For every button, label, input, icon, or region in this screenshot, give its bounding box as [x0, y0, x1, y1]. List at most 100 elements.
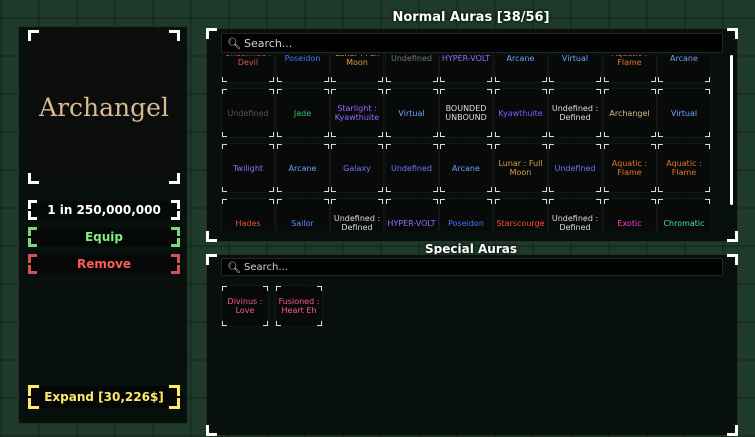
search-icon: 🔍︎ — [227, 36, 241, 50]
aura-tile[interactable]: Poseidon — [275, 55, 330, 83]
aura-tile-label: Hades — [235, 218, 261, 228]
aura-tile-label: Poseidon — [284, 55, 321, 63]
aura-tile-label: BOUNDED UNBOUND — [445, 104, 487, 122]
aura-tile-label: Undefined : Defined — [333, 214, 381, 231]
aura-tile-label: Undefined — [554, 163, 596, 173]
aura-tile[interactable]: Virtual — [657, 88, 711, 138]
aura-tile-label: Arcane — [288, 163, 317, 173]
aura-tile-label: Arcane — [670, 55, 698, 63]
aura-preview-name: Archangel — [39, 92, 169, 122]
normal-search-input[interactable] — [242, 35, 696, 51]
equip-button-label: Equip — [84, 230, 124, 244]
aura-tile[interactable]: Aquatic : Flame — [657, 143, 711, 193]
aura-tile-label: Undefined : Defined — [551, 214, 599, 231]
special-search-bar: 🔍︎ — [221, 258, 723, 276]
expand-button[interactable]: Expand [30,226$] — [28, 385, 180, 409]
aura-tile[interactable]: Jade — [275, 88, 330, 138]
expand-button-label: Expand [30,226$] — [44, 390, 164, 404]
aura-tile[interactable]: Sailor — [275, 198, 330, 231]
remove-button-label: Remove — [76, 257, 132, 271]
aura-tile[interactable]: Undefined : Defined — [548, 88, 602, 138]
special-auras-title: Special Auras — [425, 242, 517, 256]
special-auras-panel: 🔍︎ Divinus : Love Fusioned : Heart Eh — [206, 254, 738, 436]
special-aura-tile[interactable]: Fusioned : Heart Eh — [275, 285, 323, 327]
aura-tile[interactable]: Poseidon — [439, 198, 493, 231]
aura-tile-label: Virtual — [670, 108, 698, 118]
aura-tile[interactable]: Arcane — [439, 143, 493, 193]
aura-tile-label: Lunar : Full Moon — [335, 55, 379, 67]
aura-tile-label: Galaxy — [343, 163, 371, 173]
aura-tile-label: Virtual — [398, 108, 425, 118]
aura-tile-label: Aquatic : Flame — [612, 55, 647, 67]
aura-tile-label: HYPER-VOLT — [387, 218, 436, 228]
aura-tile[interactable]: Arcane — [493, 55, 548, 83]
aura-tile-label: Exotic — [617, 218, 642, 228]
aura-tile[interactable]: Exotic — [602, 198, 657, 231]
aura-tile[interactable]: Twilight — [221, 143, 275, 193]
aura-detail-panel: Archangel 1 in 250,000,000 Equip Remove … — [18, 26, 188, 424]
aura-tile[interactable]: Lunar : Full Moon — [330, 55, 384, 83]
special-aura-tile[interactable]: Divinus : Love — [221, 285, 269, 327]
aura-tile[interactable]: Undefined — [384, 55, 439, 83]
aura-tile-label: Undefined — [390, 163, 433, 173]
aura-tile-label: Aquatic : Flame — [611, 159, 648, 177]
aura-tile-label: Undefined : Defined — [551, 104, 599, 122]
aura-tile-label: Undefined : Devil — [225, 55, 271, 67]
aura-tile[interactable]: Starlight : Kyawthuite — [330, 88, 384, 138]
normal-auras-panel: 🔍︎ Undefined : DevilPoseidonLunar : Full… — [206, 28, 738, 242]
aura-tile[interactable]: Virtual — [384, 88, 439, 138]
aura-tile[interactable]: Kyawthuite — [493, 88, 548, 138]
aura-tile-label: Chromatic — [663, 218, 705, 228]
aura-tile[interactable]: Undefined : Devil — [221, 55, 275, 83]
aura-tile-label: Jade — [293, 108, 312, 118]
aura-tile[interactable]: Galaxy — [330, 143, 384, 193]
aura-tile[interactable]: Undefined : Defined — [330, 198, 384, 231]
aura-tile-label: Lunar : Full Moon — [498, 159, 543, 177]
aura-tile[interactable]: Arcane — [275, 143, 330, 193]
aura-rarity-text: 1 in 250,000,000 — [47, 203, 161, 217]
aura-tile-label: HYPER-VOLT — [441, 55, 491, 63]
aura-tile-label: Arcane — [506, 55, 535, 63]
aura-tile[interactable]: Aquatic : Flame — [602, 55, 657, 83]
normal-auras-scrollbar[interactable] — [730, 55, 733, 205]
aura-tile-label: Archangel — [609, 108, 650, 118]
aura-tile-label: Aquatic : Flame — [666, 159, 702, 177]
aura-tile-label: Arcane — [452, 163, 480, 173]
normal-auras-title: Normal Auras [38/56] — [392, 10, 550, 25]
equip-button[interactable]: Equip — [28, 227, 180, 247]
aura-tile[interactable]: Undefined — [384, 143, 439, 193]
normal-auras-grid: Undefined : DevilPoseidonLunar : Full Mo… — [221, 55, 719, 231]
aura-tile[interactable]: BOUNDED UNBOUND — [439, 88, 493, 138]
aura-tile[interactable]: Undefined — [221, 88, 275, 138]
aura-tile[interactable]: Starscourge — [493, 198, 548, 231]
aura-tile[interactable]: Aquatic : Flame — [602, 143, 657, 193]
aura-tile[interactable]: HYPER-VOLT — [384, 198, 439, 231]
aura-tile-label: Undefined — [390, 55, 433, 63]
aura-tile[interactable]: Undefined : Defined — [548, 198, 602, 231]
special-search-input[interactable] — [242, 260, 696, 274]
aura-tile[interactable]: Virtual — [548, 55, 602, 83]
aura-tile-label: Divinus : Love — [227, 297, 263, 315]
aura-tile-label: Starlight : Kyawthuite — [334, 104, 380, 122]
search-icon: 🔍︎ — [227, 260, 241, 274]
aura-tile[interactable]: HYPER-VOLT — [439, 55, 493, 83]
aura-tile[interactable]: Chromatic — [657, 198, 711, 231]
aura-tile-label: Starscourge — [496, 218, 545, 228]
remove-button[interactable]: Remove — [28, 254, 180, 274]
special-auras-grid: Divinus : Love Fusioned : Heart Eh — [221, 281, 721, 421]
aura-preview: Archangel — [28, 30, 180, 184]
aura-tile-label: Kyawthuite — [498, 108, 543, 118]
aura-tile[interactable]: Lunar : Full Moon — [493, 143, 548, 193]
aura-tile[interactable]: Arcane — [657, 55, 711, 83]
aura-tile-label: Sailor — [291, 218, 314, 228]
aura-tile[interactable]: Undefined — [548, 143, 602, 193]
aura-tile-label: Virtual — [561, 55, 589, 63]
normal-search-bar: 🔍︎ — [221, 33, 723, 53]
aura-tile[interactable]: Hades — [221, 198, 275, 231]
aura-tile-label: Twilight — [232, 163, 264, 173]
aura-tile-label: Fusioned : Heart Eh — [278, 297, 320, 315]
aura-tile-label: Undefined — [227, 108, 269, 118]
aura-rarity-chance: 1 in 250,000,000 — [28, 200, 180, 220]
aura-tile[interactable]: Archangel — [602, 88, 657, 138]
aura-tile-label: Poseidon — [448, 218, 484, 228]
